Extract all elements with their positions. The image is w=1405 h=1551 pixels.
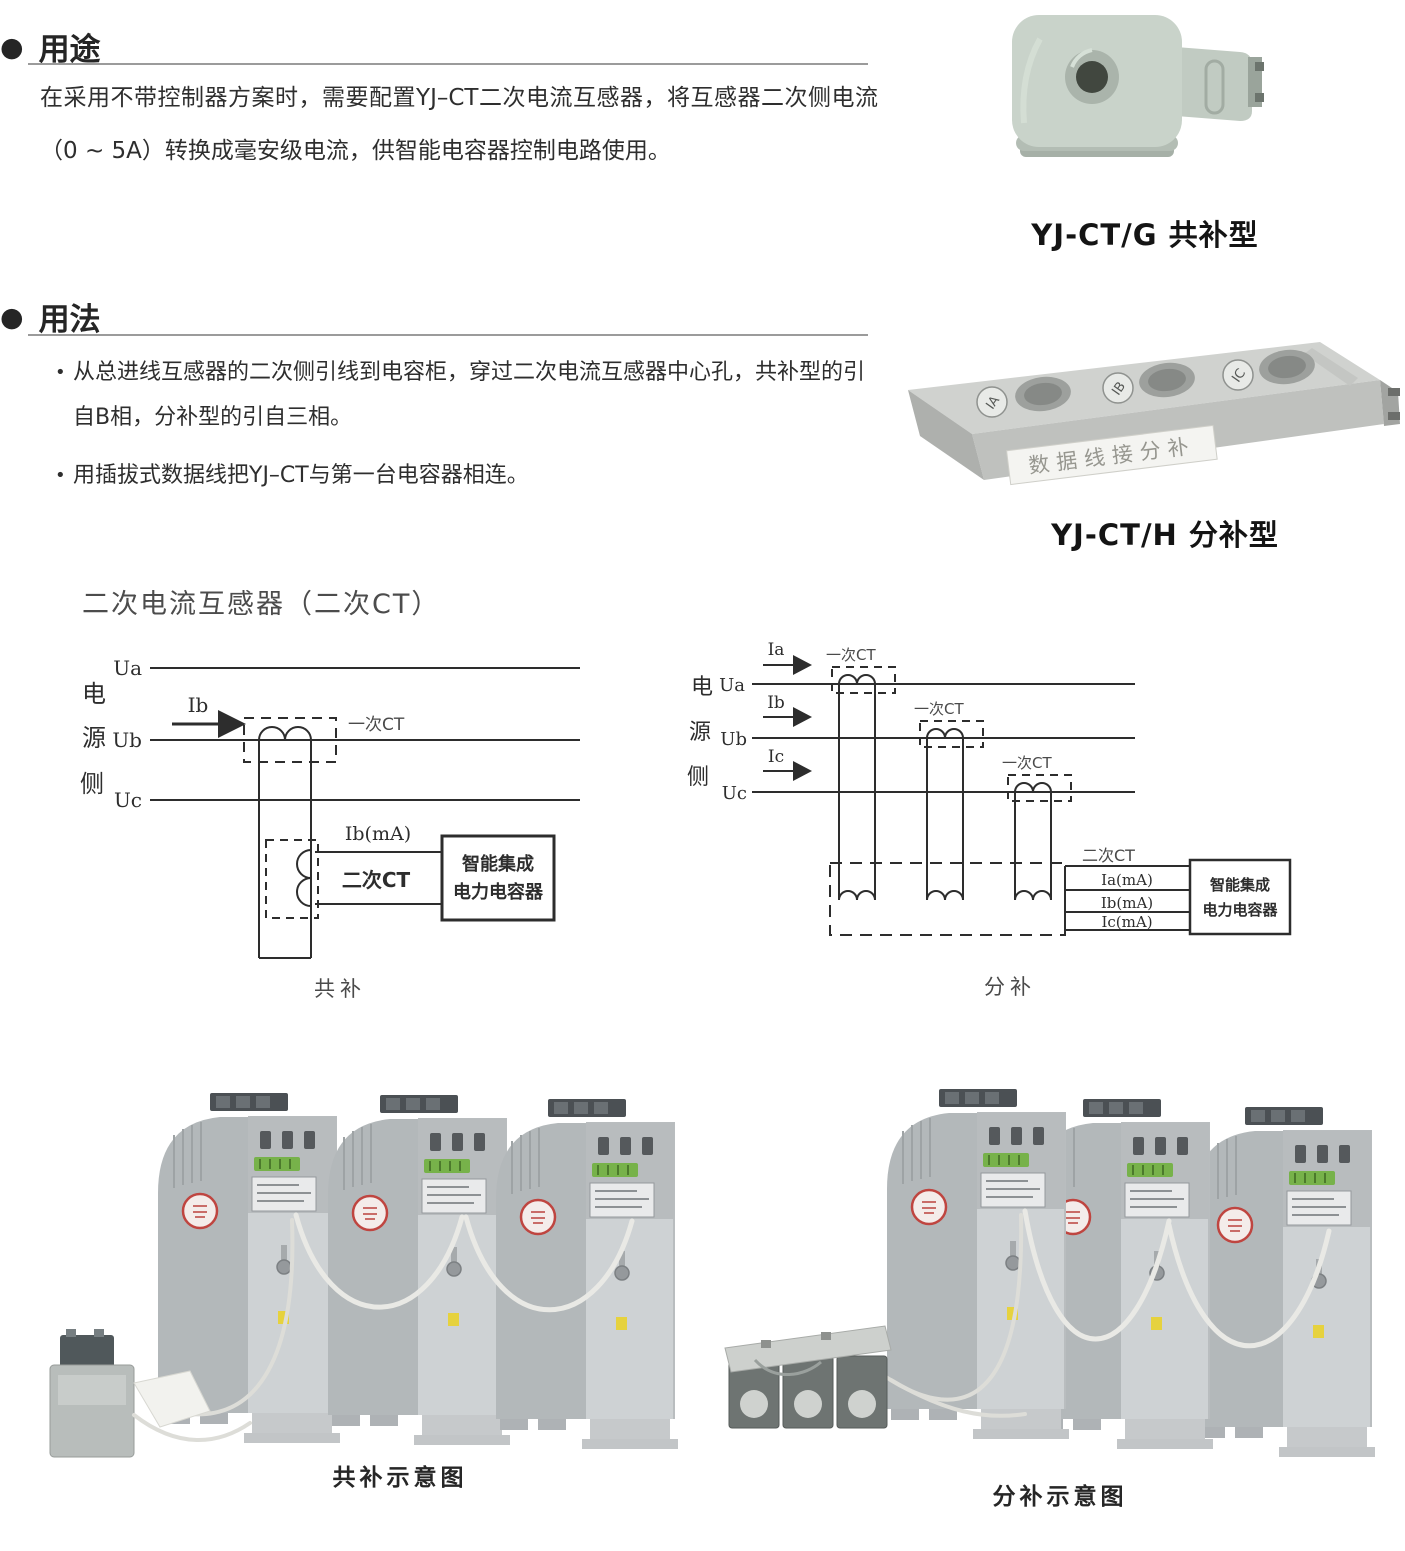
secondary-ct-label: 二次CT: [1082, 846, 1135, 865]
list-item: • 用插拔式数据线把YJ–CT与第一台电容器相连。: [55, 453, 870, 498]
primary-ct-box-3: [1007, 774, 1072, 802]
primary-ct-coil-2: [926, 728, 964, 739]
bullet-dot-icon: •: [55, 465, 66, 486]
purpose-section-header: ● 用途: [0, 24, 101, 69]
capacitor-box-line2: 电力电容器: [453, 881, 544, 903]
badge-ib: [1102, 372, 1134, 404]
capacitor-box-line1: 智能集成: [1210, 876, 1270, 894]
source-side-char: 电: [691, 675, 713, 700]
usage-divider: [28, 334, 868, 336]
phase-label-ua: Ua: [719, 675, 745, 696]
current-arrow-icon: [218, 710, 246, 738]
split-compensation-photo: [724, 1087, 1377, 1459]
source-side-char: 源: [689, 720, 711, 745]
badge-ic: [1222, 359, 1254, 391]
usage-section-header: ● 用法: [0, 294, 101, 339]
primary-ct-coil-1: [838, 674, 876, 685]
phase-label-ub: Ub: [720, 729, 747, 750]
primary-ct-coil: [258, 726, 312, 741]
section-bullet-icon: ●: [0, 32, 24, 63]
current-label-ib: Ib: [188, 693, 209, 717]
data-cable: [463, 1214, 635, 1313]
secondary-ct-coil-2: [926, 890, 964, 901]
output-label: Ib(mA): [345, 823, 411, 845]
secondary-ct-box: [265, 839, 319, 919]
capacitor-box: [440, 834, 556, 922]
capacitor-box-line2: 电力电容器: [1202, 901, 1278, 919]
current-arrow-icon: [793, 707, 812, 727]
phase-label-uc: Uc: [114, 788, 142, 812]
device-slot: [1204, 59, 1225, 115]
secondary-ct-box: [829, 862, 1066, 936]
usage-bullet-2: 用插拔式数据线把YJ–CT与第一台电容器相连。: [73, 463, 529, 488]
ct-device: [49, 1329, 252, 1458]
data-cable: [293, 1212, 465, 1310]
data-cable: [1166, 1222, 1332, 1349]
output-label-ic: Ic(mA): [1101, 913, 1152, 931]
primary-ct-label-3: 一次CT: [1002, 754, 1052, 772]
split-compensation-diagram: Ua Ub Uc 电 源 侧 Ia 一次CT Ib 一次CT Ic 一次CT: [687, 640, 1292, 999]
source-side-char: 侧: [80, 770, 104, 798]
current-arrow-icon: [793, 761, 812, 781]
phase-label-ua: Ua: [113, 656, 142, 680]
output-label-ib: Ib(mA): [1101, 894, 1153, 912]
primary-ct-label-2: 一次CT: [914, 700, 964, 718]
current-arrow-icon: [793, 655, 812, 675]
device-left-face: [908, 390, 984, 480]
yjct-h-product-image: IA IB IC 数据线接分补: [908, 342, 1400, 486]
bullet-dot-icon: •: [55, 362, 66, 383]
primary-ct-box-2: [919, 720, 984, 748]
purpose-divider: [28, 63, 868, 65]
center-hole: [1076, 61, 1108, 93]
purpose-body: 在采用不带控制器方案时，需要配置YJ–CT二次电流互感器，将互感器二次侧电流（0…: [40, 85, 878, 164]
device-neck: [1176, 47, 1252, 121]
common-compensation-diagram: Ua Ub Uc 电 源 侧 Ib 一次CT Ib(mA) 二次CT 智能集成 …: [80, 656, 580, 1001]
secondary-ct-coil: [296, 849, 312, 907]
usage-title: 用法: [38, 302, 101, 338]
primary-ct-label: 一次CT: [348, 715, 405, 735]
diagram-title: 二次电流互感器（二次CT）: [82, 589, 441, 620]
current-label-ia: Ia: [768, 640, 785, 660]
common-photo-caption: 共补示意图: [332, 1465, 468, 1491]
common-compensation-photo: [49, 1091, 680, 1458]
secondary-ct-label: 二次CT: [342, 868, 411, 892]
source-side-char: 源: [82, 724, 106, 752]
phase-label-ub: Ub: [112, 728, 142, 752]
primary-ct-label-1: 一次CT: [826, 646, 876, 664]
source-side-char: 侧: [687, 765, 709, 790]
usage-bullet-1: 从总进线互感器的二次侧引线到电容柜，穿过二次电流互感器中心孔，共补型的引自B相，…: [73, 360, 866, 430]
secondary-ct-coil-3: [1014, 890, 1052, 901]
secondary-ct-coil-1: [838, 890, 876, 901]
output-label-ia: Ia(mA): [1101, 871, 1153, 889]
split-diagram-caption: 分补: [984, 975, 1036, 999]
current-label-ic: Ic: [768, 747, 784, 767]
badge-ia: [976, 386, 1008, 418]
split-photo-caption: 分补示意图: [992, 1484, 1128, 1510]
yjct-g-caption: YJ-CT/G 共补型: [1031, 218, 1259, 252]
data-cable: [1022, 1208, 1172, 1342]
list-item: • 从总进线互感器的二次侧引线到电容柜，穿过二次电流互感器中心孔，共补型的引自B…: [55, 350, 870, 440]
capacitor-box-line1: 智能集成: [462, 853, 534, 875]
current-label-ib: Ib: [767, 693, 785, 713]
section-bullet-icon: ●: [0, 302, 24, 333]
primary-ct-box-1: [831, 666, 896, 694]
phase-label-uc: Uc: [722, 783, 747, 804]
three-phase-ct-module: [724, 1325, 1027, 1429]
capacitor-box: [1188, 858, 1292, 936]
yjct-g-product-image: [1012, 15, 1264, 157]
source-side-char: 电: [82, 680, 106, 708]
common-diagram-caption: 共补: [314, 977, 366, 1001]
yjct-h-caption: YJ-CT/H 分补型: [1051, 518, 1279, 552]
primary-ct-coil-3: [1014, 782, 1052, 793]
usage-bullet-list: • 从总进线互感器的二次侧引线到电容柜，穿过二次电流互感器中心孔，共补型的引自B…: [55, 350, 870, 498]
purpose-title: 用途: [38, 32, 101, 68]
